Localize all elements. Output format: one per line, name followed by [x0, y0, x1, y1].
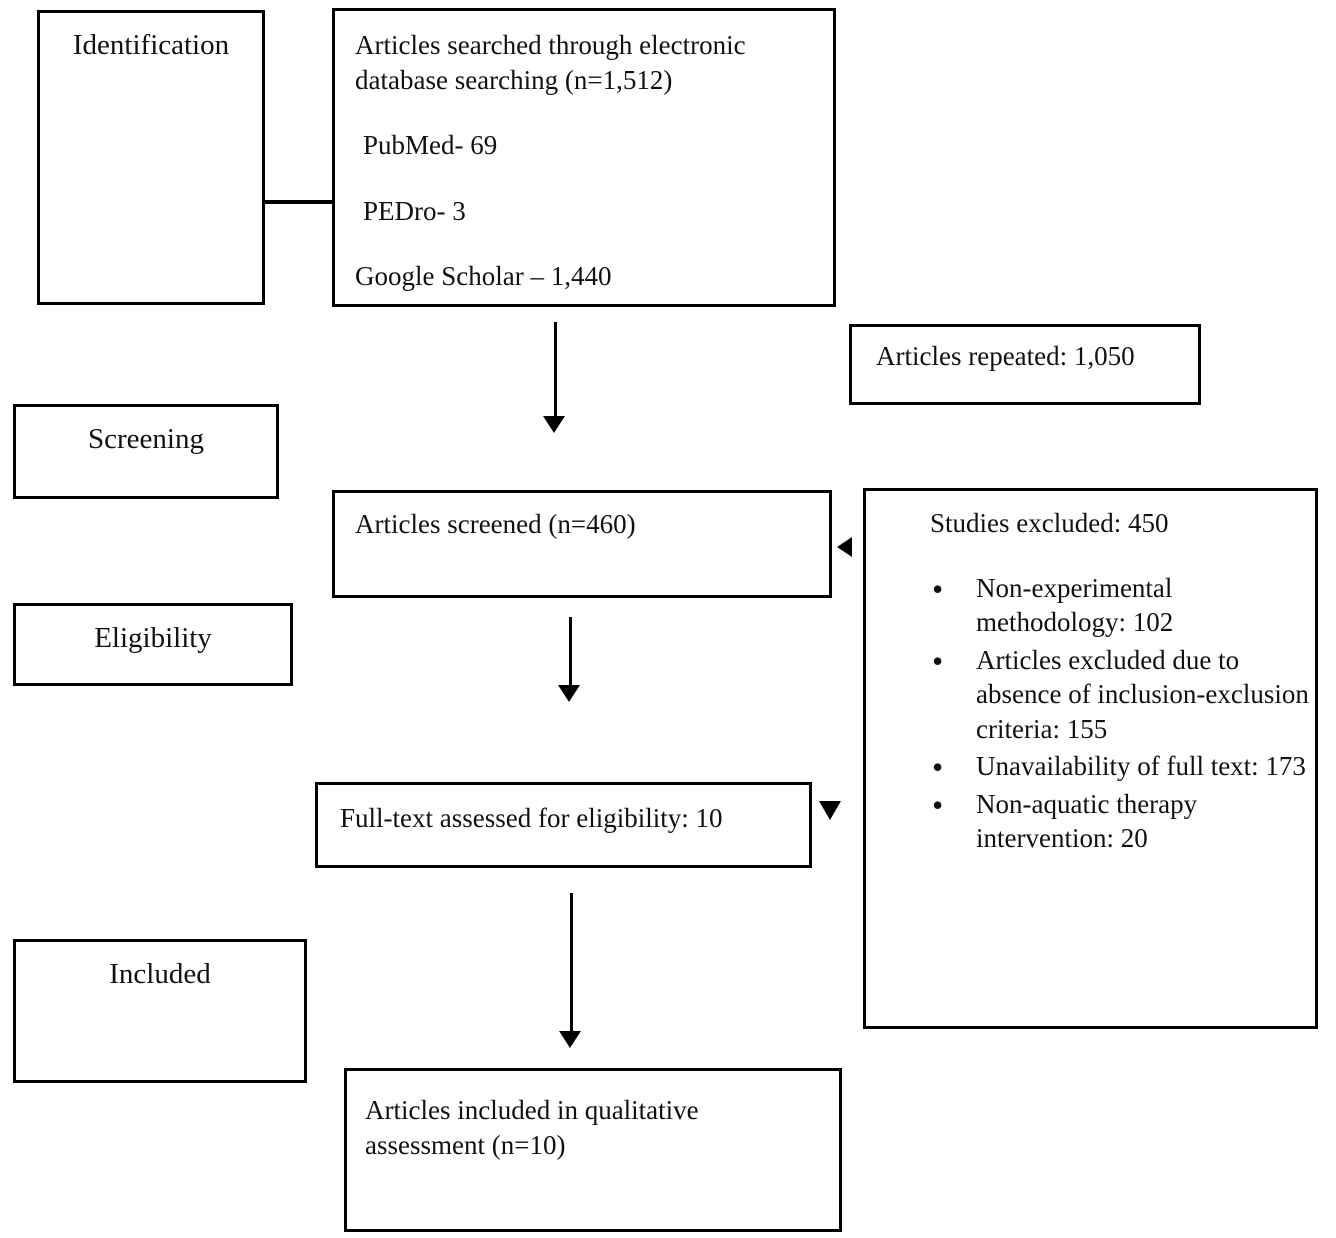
- articles-screened-text: Articles screened (n=460): [355, 509, 636, 539]
- articles-screened-box: Articles screened (n=460): [332, 490, 832, 598]
- arrow-search-to-screened-line: [554, 322, 557, 418]
- articles-repeated-box: Articles repeated: 1,050: [849, 324, 1201, 405]
- articles-repeated-text: Articles repeated: 1,050: [876, 341, 1135, 371]
- stage-label-identification: Identification: [72, 29, 230, 61]
- stage-label-included: Included: [109, 958, 211, 990]
- excluded-item: Unavailability of full text: 173: [930, 747, 1309, 787]
- search-source-google-scholar: Google Scholar – 1,440: [355, 261, 612, 292]
- arrow-left-icon: [837, 537, 852, 557]
- fulltext-assessed-box: Full-text assessed for eligibility: 10: [315, 782, 812, 868]
- search-source-pubmed: PubMed- 69: [363, 130, 498, 161]
- arrow-fulltext-to-final-line: [570, 893, 573, 1033]
- fulltext-assessed-text: Full-text assessed for eligibility: 10: [340, 803, 723, 833]
- stage-box-eligibility: Eligibility: [13, 603, 293, 686]
- search-results-box: Articles searched through electronic dat…: [332, 8, 836, 307]
- search-source-pedro: PEDro- 3: [363, 195, 466, 226]
- stage-box-identification: Identification: [37, 10, 265, 305]
- qualitative-assessment-text: Articles included in qualitative assessm…: [365, 1095, 699, 1160]
- arrow-down-icon: [543, 416, 565, 433]
- arrow-down-icon: [558, 685, 580, 702]
- studies-excluded-list: Non-experimental methodology: 102 Articl…: [930, 569, 1309, 856]
- studies-excluded-box: Studies excluded: 450 Non-experimental m…: [863, 488, 1318, 1029]
- studies-excluded-title: Studies excluded: 450: [930, 508, 1169, 538]
- arrow-down-icon: [819, 801, 841, 820]
- arrow-down-icon: [559, 1031, 581, 1048]
- search-summary-text: Articles searched through electronic dat…: [355, 30, 746, 95]
- identification-search-connector-line: [265, 200, 332, 204]
- stage-box-included: Included: [13, 939, 307, 1083]
- stage-label-screening: Screening: [88, 423, 204, 455]
- stage-label-eligibility: Eligibility: [94, 622, 212, 654]
- excluded-item: Articles excluded due to absence of incl…: [930, 641, 1309, 747]
- excluded-item: Non-experimental methodology: 102: [930, 569, 1309, 640]
- excluded-item: Non-aquatic therapy intervention: 20: [930, 785, 1309, 856]
- arrow-screened-to-fulltext-line: [569, 617, 572, 687]
- qualitative-assessment-box: Articles included in qualitative assessm…: [344, 1068, 842, 1232]
- stage-box-screening: Screening: [13, 404, 279, 499]
